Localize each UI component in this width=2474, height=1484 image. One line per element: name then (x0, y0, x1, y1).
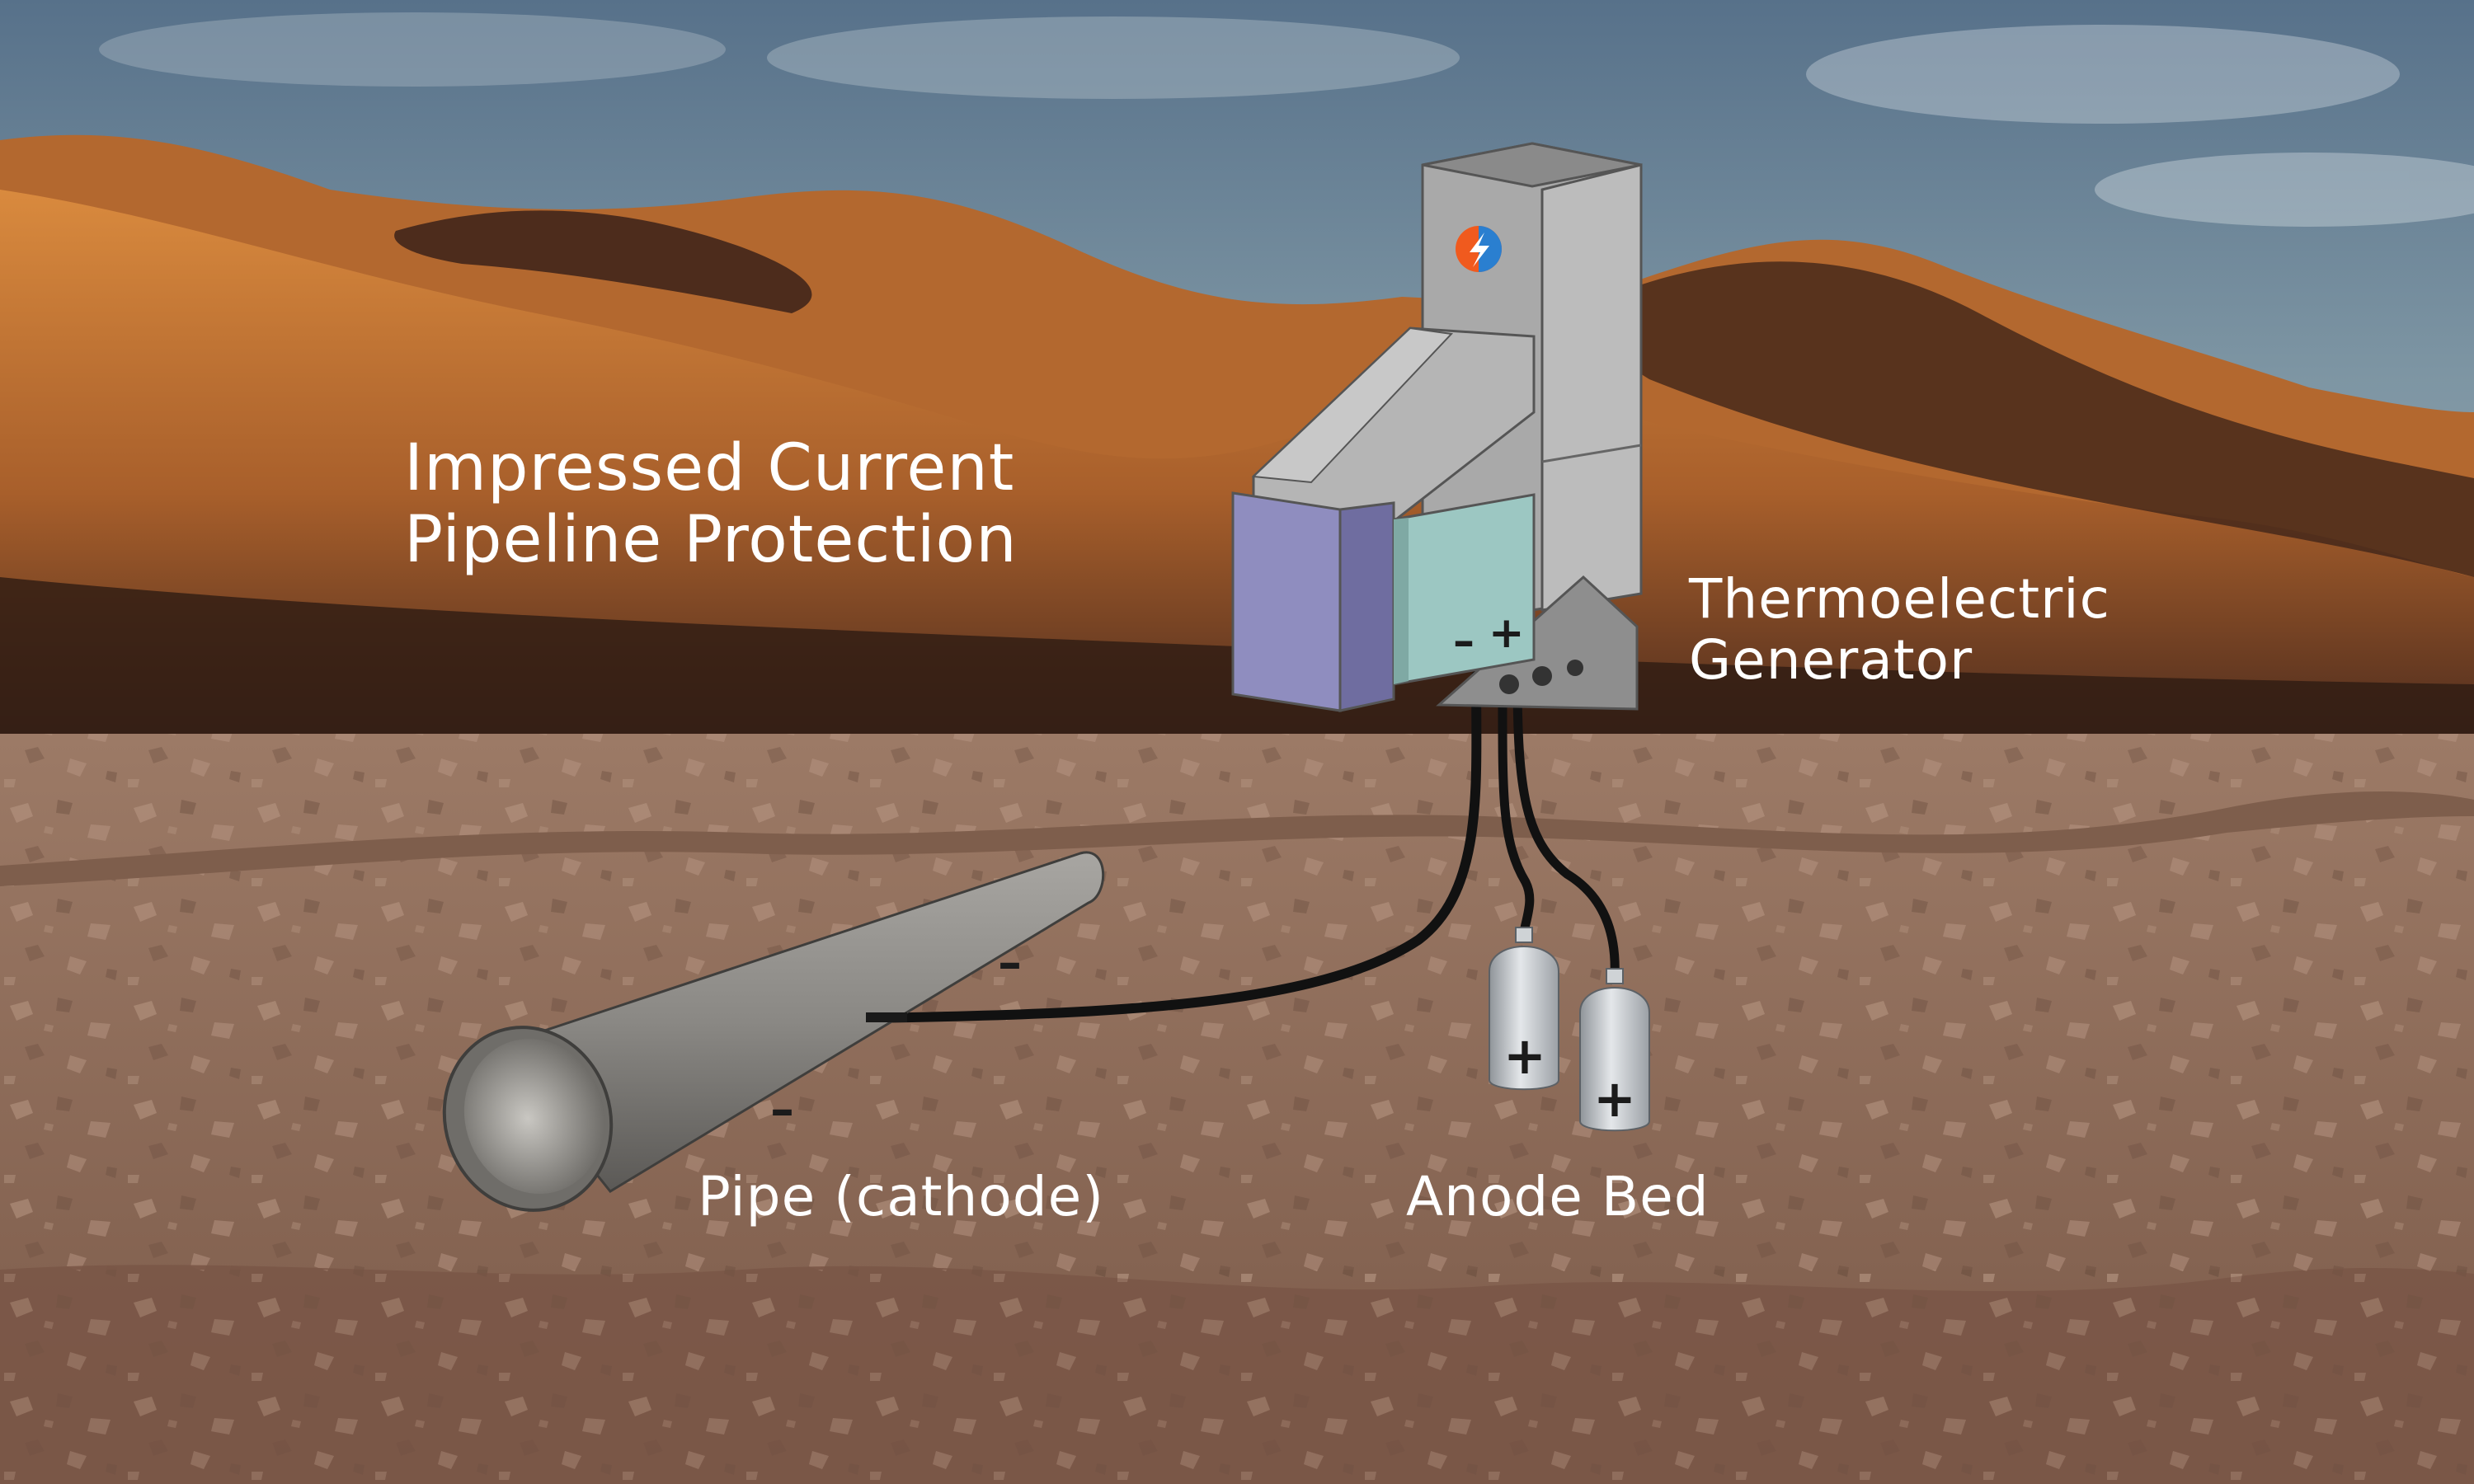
thermoelectric-generator-label: Thermoelectric Generator (1689, 569, 2110, 691)
clouds (99, 12, 2474, 227)
title-line-1: Impressed Current (404, 431, 1015, 505)
anode-2 (1579, 968, 1650, 1132)
pipe (442, 851, 1105, 1212)
anode-1 (1489, 927, 1559, 1091)
cable-to-anode-1 (1498, 671, 1535, 937)
dune-shadow-2 (1602, 261, 2474, 577)
generator-negative-terminal-sign: – (1453, 617, 1475, 666)
cable-to-anode-2 (1512, 671, 1620, 982)
title-line-2: Pipeline Protection (404, 503, 1018, 578)
soil-band-upper (0, 791, 2474, 886)
soil-texture-lower (0, 1270, 2474, 1484)
cable-to-pipe (863, 671, 1482, 1023)
pipe-negative-sign-top: – (998, 934, 1022, 990)
generator-label-line-1: Thermoelectric (1689, 567, 2110, 631)
cables (863, 671, 1620, 1023)
anode-bed-label: Anode Bed (1406, 1165, 1710, 1228)
dune-shadow-1 (394, 210, 812, 313)
lightning-bolt-logo-icon (1456, 226, 1502, 272)
anode-positive-sign-2: + (1593, 1068, 1636, 1129)
generator-positive-terminal-sign: + (1489, 608, 1525, 658)
pipe-negative-sign-bottom: – (770, 1081, 794, 1137)
diagram-title: Impressed Current Pipeline Protection (404, 431, 1018, 578)
anode-positive-sign-1: + (1503, 1026, 1546, 1086)
thermoelectric-generator (1231, 142, 1643, 712)
pipe-cathode-label: Pipe (cathode) (698, 1165, 1104, 1228)
generator-label-line-2: Generator (1689, 627, 1973, 692)
dunes-near (0, 190, 2474, 742)
